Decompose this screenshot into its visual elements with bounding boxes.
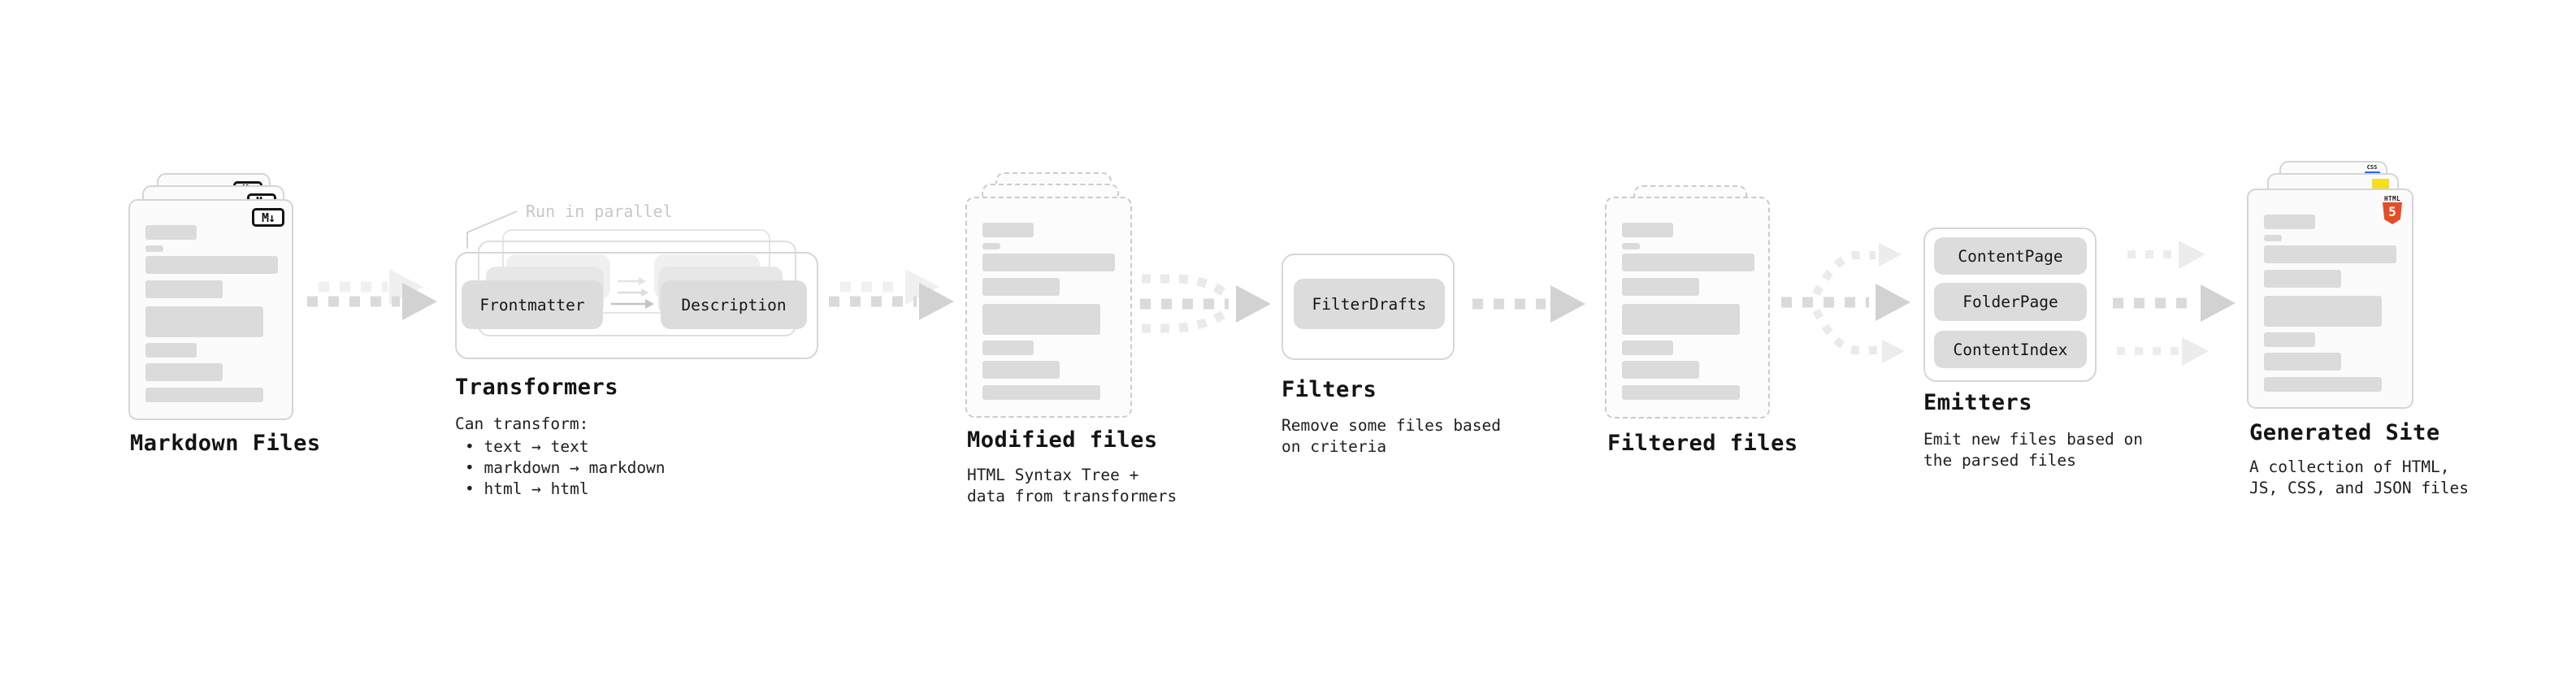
transformers-bullet: • html → html	[465, 479, 589, 498]
emitters-subtitle: the parsed files	[1923, 451, 2076, 470]
transformers-bullet: • text → text	[465, 437, 589, 456]
emitters-frame	[1923, 228, 2097, 382]
modified-files-title: Modified files	[967, 427, 1158, 453]
document-skeleton	[2249, 190, 2412, 407]
arrow-transformers-to-modified	[829, 269, 954, 320]
filters-title: Filters	[1281, 377, 1377, 402]
arrow-filtered-to-emitters	[1781, 243, 1910, 363]
transformers-bullet: • markdown → markdown	[465, 458, 666, 477]
markdown-file-card: M↓	[128, 199, 293, 420]
arrow-markdown-to-transformers	[307, 269, 437, 320]
folderpage-emitter-box: FolderPage	[1934, 283, 2087, 321]
filters-subtitle: on criteria	[1281, 437, 1387, 456]
run-in-parallel-label: Run in parallel	[526, 202, 673, 221]
transformers-subtitle: Can transform:	[455, 414, 589, 433]
filterdrafts-box: FilterDrafts	[1294, 279, 1445, 329]
emitters-title: Emitters	[1923, 390, 2033, 415]
generated-html-card: HTML 5	[2247, 189, 2413, 409]
contentpage-emitter-box: ContentPage	[1934, 237, 2087, 275]
emitters-subtitle: Emit new files based on	[1923, 430, 2144, 449]
filtered-files-title: Filtered files	[1607, 431, 1798, 456]
frontmatter-transformer-box: Frontmatter	[462, 280, 603, 329]
javascript-icon	[2372, 179, 2389, 189]
filtered-file-card	[1605, 197, 1770, 419]
generated-site-subtitle: JS, CSS, and JSON files	[2249, 479, 2470, 497]
contentindex-emitter-box: ContentIndex	[1934, 331, 2087, 368]
modified-files-subtitle: data from transformers	[967, 487, 1177, 505]
arrow-filters-to-filtered	[1472, 285, 1585, 323]
markdown-files-title: Markdown Files	[130, 431, 321, 456]
document-skeleton	[967, 198, 1130, 416]
modified-files-subtitle: HTML Syntax Tree +	[967, 466, 1139, 484]
arrow-emitters-to-generated	[2113, 241, 2236, 366]
filters-frame	[1281, 254, 1455, 360]
arrow-modified-to-filters	[1140, 274, 1271, 333]
transformers-title: Transformers	[455, 375, 619, 400]
description-transformer-box: Description	[661, 280, 807, 329]
filters-subtitle: Remove some files based	[1281, 416, 1502, 435]
generated-site-title: Generated Site	[2249, 420, 2440, 445]
html5-icon: HTML 5	[2382, 195, 2403, 224]
markdown-icon: M↓	[252, 208, 284, 227]
transformer-layer-front	[455, 252, 818, 359]
document-skeleton	[1607, 198, 1768, 417]
generated-site-subtitle: A collection of HTML,	[2249, 458, 2450, 476]
modified-file-card	[965, 197, 1132, 418]
document-skeleton	[130, 201, 292, 419]
